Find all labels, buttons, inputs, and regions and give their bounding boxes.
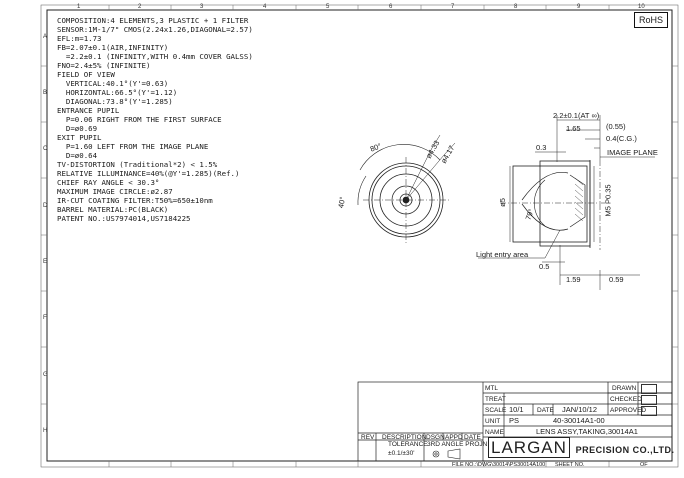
dim-thread: M5 P0.35	[603, 184, 613, 217]
tb-mtl: MTL	[485, 385, 498, 392]
tb-name-label: NAME	[485, 429, 504, 436]
tb-name: LENS ASSY,TAKING,30014A1	[536, 427, 638, 436]
dim-0-5: 0.5	[539, 262, 550, 271]
spec-line: DIAGONAL:73.8°(Y'=1.285)	[57, 97, 173, 106]
tb-tolerance: ±0.1/±30'	[388, 450, 415, 457]
tb-date-col: DATE	[464, 434, 481, 441]
drawn-stamp	[641, 384, 657, 394]
spec-line: P=0.06 RIGHT FROM THE FIRST SURFACE	[57, 115, 222, 124]
spec-line: HORIZONTAL:66.5°(Y'=1.12)	[57, 88, 178, 97]
tb-tolerance-label: TOLERANCE	[388, 441, 428, 448]
tb-scale-label: SCALE	[485, 407, 507, 414]
grid-top-4: 4	[263, 4, 267, 10]
grid-side-g: G	[43, 372, 48, 378]
spec-line: ENTRANCE PUPIL	[57, 106, 120, 115]
grid-top-1: 1	[77, 4, 81, 10]
dim-0-3: 0.3	[536, 143, 547, 152]
spec-line: FIELD OF VIEW	[57, 70, 115, 79]
spec-line: BARREL MATERIAL:PC(BLACK)	[57, 205, 169, 214]
grid-side-d: D	[43, 203, 48, 209]
spec-line: P=1.60 LEFT FROM THE IMAGE PLANE	[57, 142, 209, 151]
spec-line: MAXIMUM IMAGE CIRCLE:ø2.87	[57, 187, 173, 196]
tb-date: JAN/10/12	[562, 405, 598, 414]
dim-0-4: 0.4(C.G.)	[606, 134, 637, 143]
spec-line: IR-CUT COATING FILTER:T50%=650±10nm	[57, 196, 213, 205]
tb-appd: APPD	[445, 434, 463, 441]
tb-date-label: DATE	[537, 407, 554, 414]
dim-1-59: 1.59	[566, 275, 581, 284]
image-plane-label: IMAGE PLANE	[607, 148, 658, 157]
spec-line: EFL:m=1.73	[57, 34, 102, 43]
tb-unit-label: UNIT	[485, 418, 501, 425]
spec-line: FNO=2.4±5% (INFINITE)	[57, 61, 151, 70]
spec-line: =2.2±0.1 (INFINITY,WITH 0.4mm COVER GALS…	[57, 52, 253, 61]
grid-side-c: C	[43, 146, 48, 152]
spec-line: PATENT NO.:US7974014,US7184225	[57, 214, 191, 223]
grid-side-b: B	[43, 90, 48, 96]
front-angle-40: 40°	[336, 196, 348, 209]
tb-approved: APPROVED	[610, 407, 647, 414]
grid-side-e: E	[43, 259, 48, 265]
company-sub: PRECISION CO.,LTD.	[575, 445, 675, 455]
tb-treat: TREAT	[485, 396, 506, 403]
spec-line: EXIT PUPIL	[57, 133, 102, 142]
tb-rev: REV	[361, 434, 375, 441]
spec-line: D=ø0.69	[57, 124, 98, 133]
dim-dia-5: ø5	[497, 198, 507, 207]
grid-top-3: 3	[200, 4, 204, 10]
grid-top-10: 10	[638, 4, 645, 10]
approved-stamp	[641, 406, 657, 416]
tb-sheet-no: SHEET NO.	[555, 462, 585, 468]
spec-line: RELATIVE ILLUMINANCE=40%(@Y'=1.285)(Ref.…	[57, 169, 240, 178]
spec-line: VERTICAL:40.1°(Y'=0.63)	[57, 79, 169, 88]
checked-stamp	[641, 395, 657, 405]
projection-symbol	[432, 448, 461, 460]
dim-0-55: (0.55)	[606, 122, 626, 131]
grid-side-f: F	[43, 315, 47, 321]
tb-drawn: DRAWN	[612, 385, 637, 392]
spec-line: D=ø0.64	[57, 151, 98, 160]
front-view	[357, 134, 456, 243]
grid-top-7: 7	[451, 4, 455, 10]
tb-description: DESCRIPTION	[382, 434, 427, 441]
grid-top-5: 5	[326, 4, 330, 10]
tb-part-no: 40-30014A1-00	[553, 416, 605, 425]
side-view	[478, 115, 655, 290]
tb-dsgn: DSGN	[426, 434, 445, 441]
company-name: LARGAN	[488, 437, 570, 458]
grid-side-h: H	[43, 428, 48, 434]
tb-of: OF	[640, 462, 648, 468]
tb-projection: 3RD ANGLE PROJN	[427, 441, 488, 448]
grid-top-6: 6	[389, 4, 393, 10]
spec-line: TV-DISTORTION (Traditional*2) < 1.5%	[57, 160, 218, 169]
dim-0-59: 0.59	[609, 275, 624, 284]
spec-line: SENSOR:1M-1/7" CMOS(2.24x1.26,DIAGONAL=2…	[57, 25, 253, 34]
light-entry-label: Light entry area	[476, 250, 529, 259]
grid-top-8: 8	[514, 4, 518, 10]
tb-checked: CHECKED	[610, 396, 642, 403]
tb-footer-file: FILE NO.:\DWG\30014\PS30014A100	[452, 462, 546, 468]
title-block-lines	[357, 381, 673, 462]
company-logo: LARGAN PRECISION CO.,LTD.	[488, 437, 675, 458]
spec-line: CHIEF RAY ANGLE < 30.3°	[57, 178, 160, 187]
rohs-badge: RoHS	[634, 12, 668, 28]
spec-line: COMPOSITION:4 ELEMENTS,3 PLASTIC + 1 FIL…	[57, 16, 249, 25]
tb-unit: PS	[509, 416, 520, 425]
spec-line: FB=2.07±0.1(AIR,INFINITY)	[57, 43, 169, 52]
grid-top-9: 9	[577, 4, 581, 10]
grid-top-2: 2	[138, 4, 142, 10]
dim-fb: 2.2±0.1(AT ∞)	[553, 111, 600, 120]
dim-1-65: 1.65	[566, 124, 581, 133]
grid-side-a: A	[43, 34, 48, 40]
tb-scale: 10/1	[509, 405, 524, 414]
